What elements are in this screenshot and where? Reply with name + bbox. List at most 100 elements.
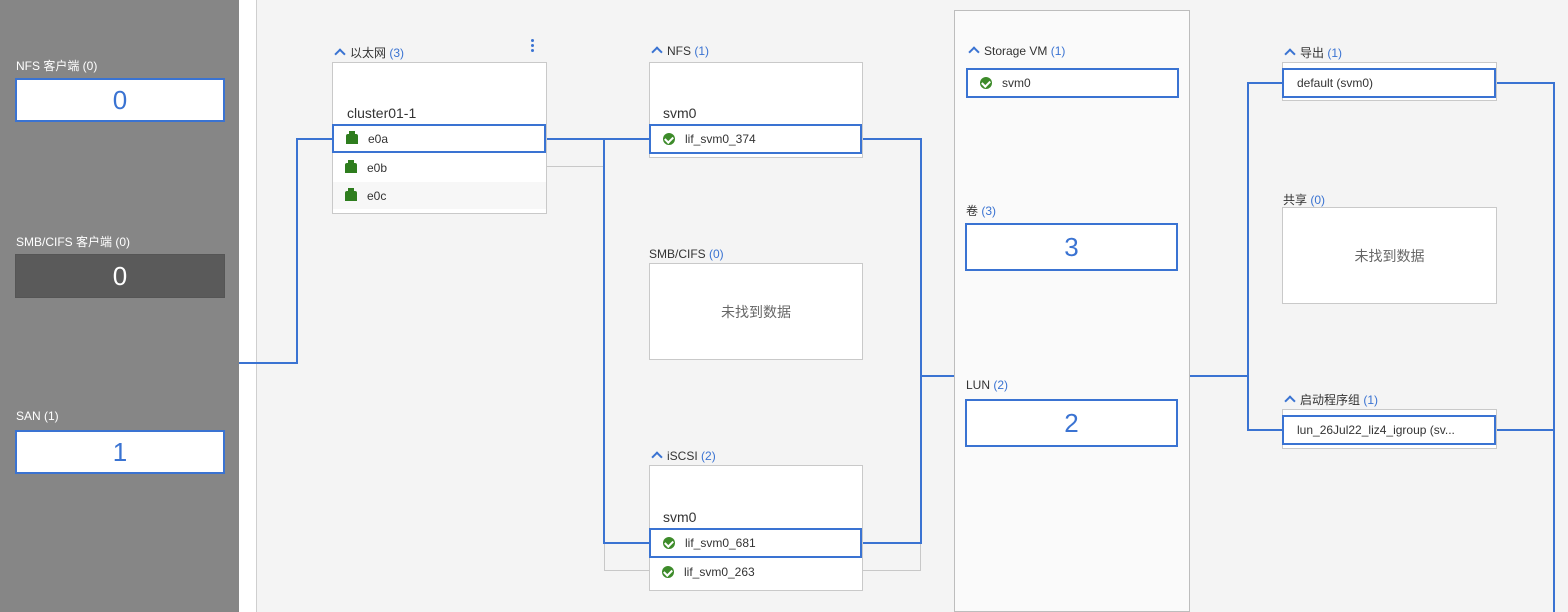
more-options-icon[interactable] <box>531 39 535 54</box>
ethernet-header: 以太网 (3) <box>332 44 404 61</box>
collapse-chevron-icon[interactable] <box>651 46 663 58</box>
storage-vm-panel <box>954 10 1190 612</box>
gray-connector <box>546 166 604 167</box>
storage-vm-row[interactable]: svm0 <box>966 68 1179 98</box>
igroups-header: 启动程序组 (1) <box>1282 391 1378 408</box>
ethernet-port-icon <box>346 130 358 144</box>
collapse-chevron-icon[interactable] <box>968 46 980 58</box>
iscsi-count: (2) <box>701 449 716 463</box>
export-right-connector <box>1495 82 1555 84</box>
exports-header: 导出 (1) <box>1282 44 1342 61</box>
igroup-right-connector <box>1495 429 1555 431</box>
status-ok-icon <box>662 565 674 578</box>
export-right-connector <box>1553 82 1555 612</box>
svm-output-connector <box>1189 375 1249 377</box>
svm-output-connector <box>1247 82 1284 84</box>
ethernet-port-icon <box>345 187 357 201</box>
svm-output-connector <box>1247 429 1284 431</box>
san-clients-label: SAN (1) <box>16 409 59 423</box>
storage-vm-title: Storage VM <box>984 44 1048 58</box>
export-row[interactable]: default (svm0) <box>1282 68 1496 98</box>
nfs-count: (1) <box>694 44 710 58</box>
port-label: e0b <box>367 160 388 175</box>
storage-vm-label: svm0 <box>1002 76 1031 90</box>
volumes-count: (3) <box>981 204 997 218</box>
nfs-lif-row[interactable]: lif_svm0_374 <box>649 124 862 154</box>
collapse-chevron-icon[interactable] <box>1284 395 1296 407</box>
smb-empty-text: 未找到数据 <box>721 303 791 320</box>
iscsi-lif-row[interactable]: lif_svm0_681 <box>649 528 862 558</box>
port-row-e0b[interactable]: e0b <box>333 154 546 181</box>
exports-count: (1) <box>1327 46 1343 60</box>
nfs-title: NFS <box>667 44 691 58</box>
port-row-e0c[interactable]: e0c <box>333 182 546 209</box>
igroups-count: (1) <box>1363 393 1379 407</box>
shares-card <box>1282 207 1497 304</box>
ethernet-port-icon <box>345 159 357 173</box>
status-ok-icon <box>663 537 675 549</box>
ethernet-count: (3) <box>389 46 405 60</box>
san-connector <box>239 362 298 364</box>
port-row-e0a[interactable]: e0a <box>332 124 546 153</box>
shares-count: (0) <box>1310 193 1326 207</box>
lif-svm-connector <box>861 138 922 140</box>
gray-connector <box>604 543 605 571</box>
port-lif-connector <box>603 138 605 544</box>
nfs-header: NFS (1) <box>649 44 709 58</box>
volumes-header: 卷 (3) <box>966 202 996 219</box>
port-lif-connector <box>545 138 651 140</box>
gray-connector <box>604 570 650 571</box>
shares-title: 共享 <box>1283 193 1308 207</box>
iscsi-header: iSCSI (2) <box>649 449 716 463</box>
iscsi-svm-name: svm0 <box>663 509 697 525</box>
collapse-chevron-icon[interactable] <box>334 48 346 60</box>
san-connector <box>296 138 298 364</box>
smb-count: (0) <box>709 247 724 261</box>
svm-output-connector <box>1247 82 1249 431</box>
lun-count: (2) <box>993 378 1009 392</box>
lif-label: lif_svm0_263 <box>684 564 755 579</box>
export-label: default (svm0) <box>1297 76 1374 90</box>
lif-svm-connector <box>920 375 955 377</box>
nfs-svm-name: svm0 <box>663 105 697 121</box>
gray-connector <box>862 570 921 571</box>
igroup-label: lun_26Jul22_liz4_igroup (sv... <box>1297 423 1455 437</box>
divider-strip <box>239 0 257 612</box>
lif-label: lif_svm0_374 <box>685 132 756 146</box>
igroup-row[interactable]: lun_26Jul22_liz4_igroup (sv... <box>1282 415 1496 445</box>
shares-header: 共享 (0) <box>1283 191 1325 208</box>
collapse-chevron-icon[interactable] <box>651 451 663 463</box>
exports-title: 导出 <box>1300 46 1325 60</box>
lif-label: lif_svm0_681 <box>685 536 756 550</box>
lun-title: LUN <box>966 378 991 392</box>
lun-header: LUN (2) <box>966 378 1008 392</box>
port-label: e0a <box>368 131 389 146</box>
nfs-clients-label: NFS 客户端 (0) <box>16 59 98 73</box>
lun-count-box[interactable]: 2 <box>965 399 1178 447</box>
volumes-count-box[interactable]: 3 <box>965 223 1178 271</box>
port-lif-connector <box>603 542 651 544</box>
san-connector <box>296 138 334 140</box>
lif-svm-connector <box>920 138 922 544</box>
collapse-chevron-icon[interactable] <box>1284 48 1296 60</box>
shares-empty-text: 未找到数据 <box>1354 247 1425 264</box>
san-clients-count[interactable]: 1 <box>15 430 225 474</box>
iscsi-title: iSCSI <box>667 449 698 463</box>
node-name: cluster01-1 <box>347 105 417 121</box>
igroups-title: 启动程序组 <box>1300 393 1361 407</box>
nfs-clients-count[interactable]: 0 <box>15 78 225 122</box>
clients-sidebar: NFS 客户端 (0) 0 SMB/CIFS 客户端 (0) 0 SAN (1)… <box>0 0 239 612</box>
smb-header: SMB/CIFS (0) <box>649 247 724 261</box>
lif-svm-connector <box>861 542 922 544</box>
ethernet-title: 以太网 <box>350 46 387 60</box>
smb-title: SMB/CIFS <box>649 247 706 261</box>
status-ok-icon <box>663 133 675 145</box>
smb-clients-count[interactable]: 0 <box>15 254 225 298</box>
iscsi-lif-row[interactable]: lif_svm0_263 <box>650 558 862 585</box>
storage-vm-count: (1) <box>1050 44 1066 58</box>
status-ok-icon <box>980 77 992 89</box>
storage-vm-header: Storage VM (1) <box>966 44 1065 58</box>
smb-clients-label: SMB/CIFS 客户端 (0) <box>16 235 131 249</box>
gray-connector <box>920 543 921 571</box>
port-label: e0c <box>367 188 387 203</box>
